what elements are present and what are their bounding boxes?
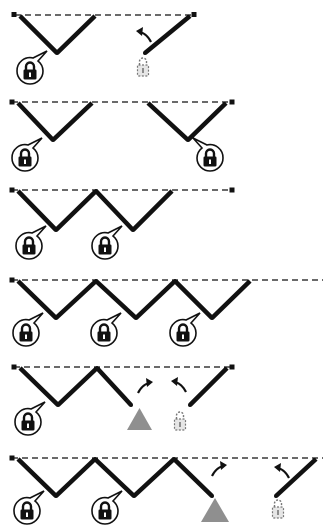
padlock-ghost-icon — [271, 499, 285, 519]
triangle-anchor-icon — [201, 498, 229, 522]
strut — [16, 279, 58, 320]
strut — [146, 101, 190, 142]
strut — [95, 366, 133, 407]
end-marker — [9, 187, 15, 193]
joint — [54, 494, 58, 498]
padlock-closed-icon — [168, 311, 202, 348]
strut — [186, 101, 228, 142]
joint — [186, 138, 190, 142]
strut — [18, 366, 60, 407]
end-marker — [229, 364, 235, 370]
strut — [94, 189, 135, 232]
padlock-closed-icon — [10, 136, 44, 173]
strut — [16, 101, 55, 142]
row-1 — [11, 12, 197, 86]
strut — [131, 189, 174, 232]
padlock-closed-icon — [14, 224, 48, 261]
joint — [210, 494, 214, 498]
padlock-ghost-icon — [136, 57, 150, 77]
end-marker — [229, 187, 235, 193]
padlock-closed-icon — [12, 489, 46, 526]
joint — [143, 51, 147, 55]
joint — [210, 316, 214, 320]
joint — [94, 279, 98, 283]
row-4 — [9, 277, 323, 348]
joint — [188, 403, 192, 407]
strut — [55, 14, 97, 55]
padlock-closed-icon — [191, 136, 225, 173]
curved-arrow-icon — [136, 376, 155, 395]
strut — [134, 279, 177, 320]
joint — [51, 138, 55, 142]
padlock-closed-icon — [13, 400, 47, 437]
strut — [132, 457, 176, 498]
joint — [95, 366, 99, 370]
row-6 — [9, 455, 323, 526]
joint — [129, 403, 133, 407]
joint — [172, 457, 176, 461]
strut — [210, 279, 252, 320]
padlock-closed-icon — [90, 224, 124, 261]
end-marker — [9, 455, 15, 461]
padlock-closed-icon — [89, 311, 123, 348]
strut — [54, 457, 97, 498]
joint — [56, 403, 60, 407]
joint — [54, 316, 58, 320]
joint — [94, 189, 98, 193]
strut — [94, 279, 138, 320]
joint — [134, 316, 138, 320]
end-marker — [9, 99, 15, 105]
curved-arrow-icon — [134, 25, 153, 44]
padlock-ghost-icon — [173, 411, 187, 431]
row-5 — [11, 364, 235, 437]
joint — [131, 228, 135, 232]
padlock-closed-icon — [15, 49, 49, 86]
curved-arrow-icon — [272, 461, 291, 480]
end-marker — [11, 12, 17, 17]
strut — [18, 14, 59, 55]
strut — [93, 457, 136, 498]
joint — [274, 494, 278, 498]
strut — [16, 457, 58, 498]
strut — [172, 457, 214, 498]
strut — [143, 14, 192, 55]
end-marker — [9, 277, 15, 283]
row-3 — [9, 187, 235, 261]
curved-arrow-icon — [210, 459, 229, 478]
row-2 — [9, 99, 235, 173]
strut — [54, 279, 98, 320]
joint — [54, 228, 58, 232]
joint — [93, 457, 97, 461]
strut — [56, 366, 99, 407]
end-marker — [191, 12, 197, 17]
strut — [16, 189, 58, 232]
padlock-closed-icon — [11, 311, 45, 348]
strut — [188, 366, 229, 407]
padlock-closed-icon — [90, 489, 124, 526]
curved-arrow-icon — [169, 375, 188, 394]
end-marker — [229, 99, 235, 105]
joint — [55, 51, 59, 55]
end-marker — [11, 364, 17, 370]
strut — [54, 189, 98, 232]
strut — [274, 457, 318, 498]
strut — [51, 101, 94, 142]
joint — [132, 494, 136, 498]
triangle-anchor-icon — [127, 408, 152, 430]
strut — [173, 279, 214, 320]
joint — [173, 279, 177, 283]
